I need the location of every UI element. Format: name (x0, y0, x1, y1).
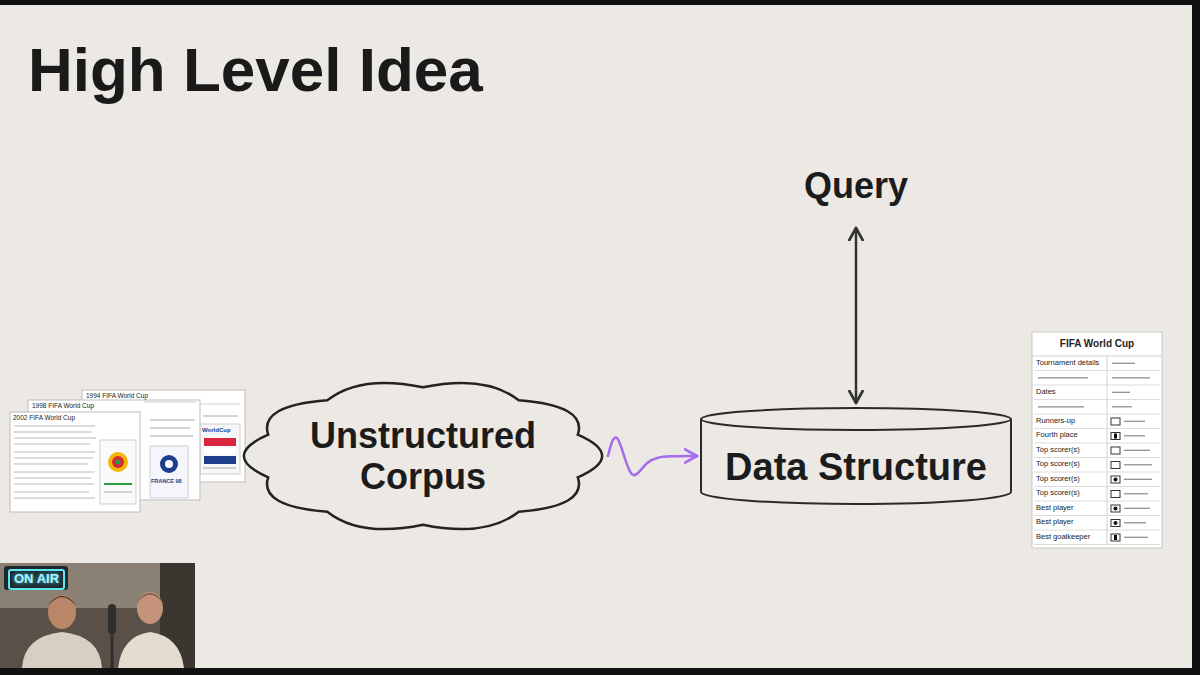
poster-text: WorldCup (202, 427, 231, 434)
table-cell: Top scorer(s) (1036, 489, 1080, 498)
cylinder-node: Data Structure (700, 407, 1012, 505)
frame-bar (1192, 0, 1200, 675)
webcam-overlay (0, 563, 195, 668)
table-cell: Top scorer(s) (1036, 475, 1080, 484)
page-title: 2002 FIFA World Cup (13, 414, 75, 421)
table-cell: Runners-up (1036, 417, 1075, 426)
frame-bar (0, 668, 1200, 675)
table-cell: Best goalkeeper (1036, 533, 1090, 542)
node-label: Unstructured Corpus (294, 415, 553, 498)
table-cell: Best player (1036, 518, 1074, 527)
infobox-table (1032, 332, 1162, 548)
page-title: 1998 FIFA World Cup (32, 402, 94, 409)
cylinder-body (701, 419, 1011, 504)
on-air-sign: ON AIR (8, 569, 65, 590)
query-node: Query (791, 161, 921, 210)
table-cell: Fourth place (1036, 431, 1078, 440)
frame-bar (0, 0, 1200, 5)
node-label: Data Structure (725, 446, 987, 490)
poster-text: FRANCE 98 (151, 478, 182, 484)
node-label: Query (804, 165, 908, 206)
table-cell: Top scorer(s) (1036, 446, 1080, 455)
squiggle-arrow (608, 437, 697, 475)
table-title: FIFA World Cup (1032, 338, 1162, 350)
table-cell: Top scorer(s) (1036, 460, 1080, 469)
cloud-node: Unstructured Corpus (238, 370, 608, 542)
wiki-page (10, 412, 140, 512)
table-cell: Tournament details (1036, 359, 1099, 368)
slide-title: High Level Idea (28, 36, 483, 104)
table-cell: Dates (1036, 388, 1056, 397)
cloud-outline (244, 383, 602, 529)
double-arrow (855, 228, 858, 403)
table-cell: Best player (1036, 504, 1074, 513)
cylinder-top (701, 408, 1011, 430)
page-title: 1994 FIFA World Cup (86, 392, 148, 399)
